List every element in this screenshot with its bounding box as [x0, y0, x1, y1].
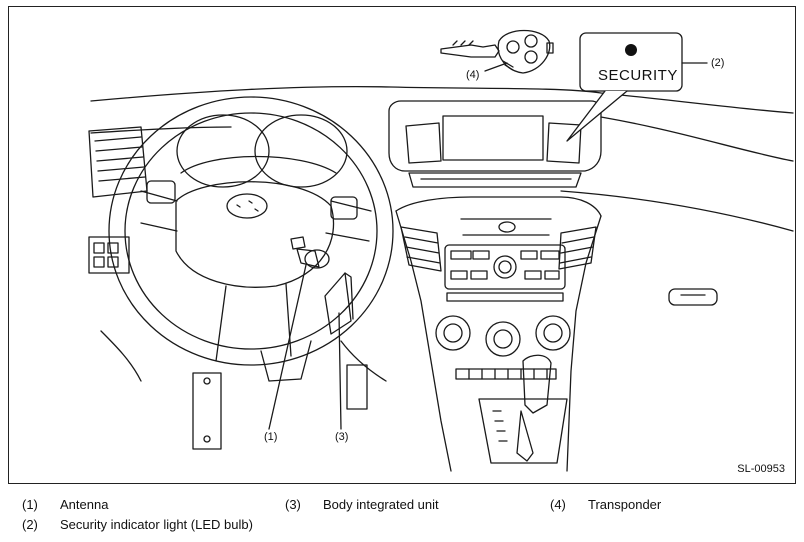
left-air-vent [88, 126, 148, 198]
dashboard-illustration [88, 29, 794, 472]
legend-number: (4) [550, 497, 566, 512]
left-switch-panel [88, 236, 130, 274]
callout-3: (3) [335, 431, 349, 443]
body-integrated-unit [324, 272, 354, 335]
floor-panel-left [192, 372, 222, 450]
steering-wheel [108, 96, 394, 366]
callout-1: (1) [264, 431, 278, 443]
callout-2: (2) [711, 57, 725, 69]
pedal [346, 364, 368, 410]
center-display [388, 100, 602, 188]
dashboard-outline [90, 85, 794, 114]
legend-number: (2) [22, 517, 38, 532]
dashboard-lower-edge [90, 126, 232, 134]
glovebox-handle [668, 288, 718, 306]
legend-label: Body integrated unit [323, 497, 439, 512]
gear-shifter [522, 354, 552, 414]
legend-label: Transponder [588, 497, 662, 512]
airbag-hub [175, 181, 335, 288]
legend-label: Security indicator light (LED bulb) [60, 517, 253, 532]
figure-code: SL-00953 [737, 463, 785, 475]
legend-number: (3) [285, 497, 301, 512]
security-callout-balloon [566, 32, 683, 142]
antenna-ring [290, 236, 330, 269]
leader-line-1 [268, 264, 307, 430]
callout-4: (4) [466, 69, 480, 81]
security-indicator-label: SECURITY [598, 67, 678, 84]
leader-line-3 [338, 312, 342, 430]
leader-line-4 [484, 62, 508, 72]
subaru-emblem [226, 193, 268, 219]
center-console [395, 196, 602, 472]
key-fob [440, 29, 554, 74]
legend-label: Antenna [60, 497, 109, 512]
legend-number: (1) [22, 497, 38, 512]
figure-frame: SECURITY (1) (2) (3) (4) SL-00953 [8, 6, 796, 484]
